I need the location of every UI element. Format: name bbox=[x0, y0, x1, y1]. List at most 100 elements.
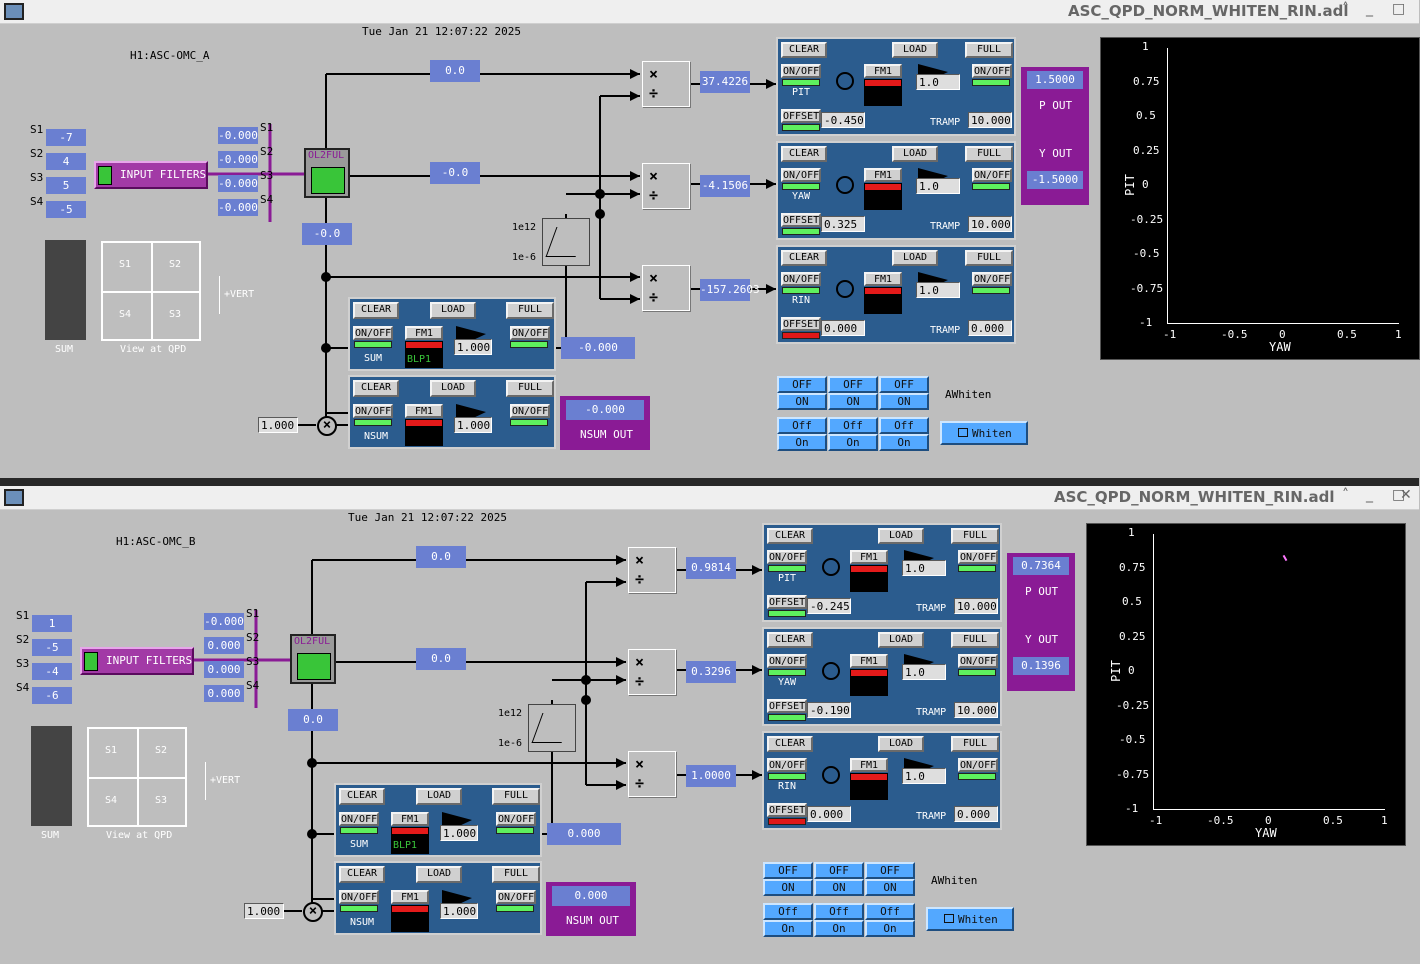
full-button[interactable]: FULL bbox=[965, 250, 1013, 266]
full-button[interactable]: FULL bbox=[951, 632, 999, 648]
whiten-off-button[interactable]: Off bbox=[879, 417, 929, 434]
fm1-button[interactable]: FM1 bbox=[391, 890, 429, 904]
input-onoff-button[interactable]: ON/OFF bbox=[339, 812, 379, 826]
input-onoff-button[interactable]: ON/OFF bbox=[767, 654, 807, 668]
load-button[interactable]: LOAD bbox=[430, 302, 476, 319]
full-button[interactable]: FULL bbox=[951, 528, 999, 544]
output-onoff-button[interactable]: ON/OFF bbox=[958, 758, 998, 772]
input-onoff-button[interactable]: ON/OFF bbox=[353, 326, 393, 340]
fm1-button[interactable]: FM1 bbox=[405, 326, 443, 340]
output-onoff-button[interactable]: ON/OFF bbox=[496, 812, 536, 826]
gain-input[interactable]: 1.000 bbox=[440, 903, 478, 919]
offset-input[interactable]: 0.000 bbox=[821, 320, 865, 336]
whiten-on-button[interactable]: On bbox=[777, 434, 827, 451]
whiten-on-button[interactable]: On bbox=[865, 920, 915, 937]
input-onoff-button[interactable]: ON/OFF bbox=[767, 550, 807, 564]
input-onoff-button[interactable]: ON/OFF bbox=[339, 890, 379, 904]
whiten-on-button[interactable]: ON bbox=[865, 879, 915, 896]
clear-button[interactable]: CLEAR bbox=[767, 632, 813, 648]
fm1-button[interactable]: FM1 bbox=[864, 272, 902, 286]
gain-input[interactable]: 1.0 bbox=[916, 178, 960, 194]
whiten-off-button[interactable]: OFF bbox=[814, 862, 864, 879]
gain-input[interactable]: 1.000 bbox=[454, 339, 492, 355]
whiten-off-button[interactable]: Off bbox=[763, 903, 813, 920]
whiten-off-button[interactable]: Off bbox=[777, 417, 827, 434]
tramp-input[interactable]: 0.000 bbox=[954, 806, 998, 822]
gain-input[interactable]: 1.0 bbox=[902, 560, 946, 576]
full-button[interactable]: FULL bbox=[506, 302, 554, 319]
nsum-gain-input[interactable]: 1.000 bbox=[258, 417, 298, 433]
full-button[interactable]: FULL bbox=[492, 788, 540, 805]
load-button[interactable]: LOAD bbox=[892, 42, 938, 58]
whiten-off-button[interactable]: OFF bbox=[777, 376, 827, 393]
offset-input[interactable]: -0.450 bbox=[821, 112, 865, 128]
gain-input[interactable]: 1.000 bbox=[454, 417, 492, 433]
fm1-button[interactable]: FM1 bbox=[864, 168, 902, 182]
offset-input[interactable]: -0.190 bbox=[807, 702, 851, 718]
gain-input[interactable]: 1.000 bbox=[440, 825, 478, 841]
chevron-up-icon[interactable]: ˄ bbox=[1342, 1, 1349, 17]
output-onoff-button[interactable]: ON/OFF bbox=[496, 890, 536, 904]
whiten-off-button[interactable]: OFF bbox=[763, 862, 813, 879]
full-button[interactable]: FULL bbox=[965, 42, 1013, 58]
whiten-on-button[interactable]: ON bbox=[763, 879, 813, 896]
gain-input[interactable]: 1.0 bbox=[916, 282, 960, 298]
tramp-input[interactable]: 10.000 bbox=[954, 702, 998, 718]
output-onoff-button[interactable]: ON/OFF bbox=[510, 404, 550, 418]
gain-input[interactable]: 1.0 bbox=[902, 768, 946, 784]
input-onoff-button[interactable]: ON/OFF bbox=[353, 404, 393, 418]
full-button[interactable]: FULL bbox=[506, 380, 554, 397]
input-filters-button[interactable]: INPUT FILTERS bbox=[80, 647, 194, 675]
whiten-on-button[interactable]: ON bbox=[777, 393, 827, 410]
offset-input[interactable]: 0.325 bbox=[821, 216, 865, 232]
clear-button[interactable]: CLEAR bbox=[781, 250, 827, 266]
load-button[interactable]: LOAD bbox=[416, 788, 462, 805]
clear-button[interactable]: CLEAR bbox=[339, 866, 385, 883]
output-onoff-button[interactable]: ON/OFF bbox=[958, 654, 998, 668]
minimize-icon[interactable]: _ bbox=[1366, 1, 1373, 17]
gain-input[interactable]: 1.0 bbox=[902, 664, 946, 680]
whiten-on-button[interactable]: On bbox=[814, 920, 864, 937]
load-button[interactable]: LOAD bbox=[416, 866, 462, 883]
whiten-off-button[interactable]: Off bbox=[828, 417, 878, 434]
load-button[interactable]: LOAD bbox=[892, 250, 938, 266]
output-onoff-button[interactable]: ON/OFF bbox=[972, 272, 1012, 286]
clear-button[interactable]: CLEAR bbox=[767, 528, 813, 544]
offset-button[interactable]: OFFSET bbox=[767, 803, 807, 817]
close-icon[interactable]: ✕ bbox=[1400, 487, 1412, 503]
output-onoff-button[interactable]: ON/OFF bbox=[972, 64, 1012, 78]
fm1-button[interactable]: FM1 bbox=[391, 812, 429, 826]
whiten-off-button[interactable]: Off bbox=[814, 903, 864, 920]
load-button[interactable]: LOAD bbox=[878, 528, 924, 544]
load-button[interactable]: LOAD bbox=[430, 380, 476, 397]
clear-button[interactable]: CLEAR bbox=[339, 788, 385, 805]
fm1-button[interactable]: FM1 bbox=[405, 404, 443, 418]
clear-button[interactable]: CLEAR bbox=[767, 736, 813, 752]
ol2ful-matrix-button[interactable]: OL2FUL bbox=[304, 148, 350, 198]
tramp-input[interactable]: 10.000 bbox=[968, 112, 1012, 128]
whiten-off-button[interactable]: OFF bbox=[865, 862, 915, 879]
ol2ful-matrix-button[interactable]: OL2FUL bbox=[290, 634, 336, 684]
whiten-on-button[interactable]: ON bbox=[814, 879, 864, 896]
load-button[interactable]: LOAD bbox=[878, 632, 924, 648]
whiten-on-button[interactable]: On bbox=[828, 434, 878, 451]
load-button[interactable]: LOAD bbox=[878, 736, 924, 752]
offset-button[interactable]: OFFSET bbox=[781, 109, 821, 123]
input-onoff-button[interactable]: ON/OFF bbox=[781, 64, 821, 78]
input-filters-button[interactable]: INPUT FILTERS bbox=[94, 161, 208, 189]
nsum-gain-input[interactable]: 1.000 bbox=[244, 903, 284, 919]
whiten-off-button[interactable]: Off bbox=[865, 903, 915, 920]
minimize-icon[interactable]: _ bbox=[1366, 487, 1373, 503]
full-button[interactable]: FULL bbox=[965, 146, 1013, 162]
output-onoff-button[interactable]: ON/OFF bbox=[972, 168, 1012, 182]
fm1-button[interactable]: FM1 bbox=[850, 654, 888, 668]
tramp-input[interactable]: 10.000 bbox=[968, 216, 1012, 232]
input-onoff-button[interactable]: ON/OFF bbox=[767, 758, 807, 772]
input-onoff-button[interactable]: ON/OFF bbox=[781, 272, 821, 286]
offset-button[interactable]: OFFSET bbox=[781, 317, 821, 331]
offset-input[interactable]: 0.000 bbox=[807, 806, 851, 822]
fm1-button[interactable]: FM1 bbox=[850, 550, 888, 564]
output-onoff-button[interactable]: ON/OFF bbox=[958, 550, 998, 564]
fm1-button[interactable]: FM1 bbox=[850, 758, 888, 772]
full-button[interactable]: FULL bbox=[492, 866, 540, 883]
